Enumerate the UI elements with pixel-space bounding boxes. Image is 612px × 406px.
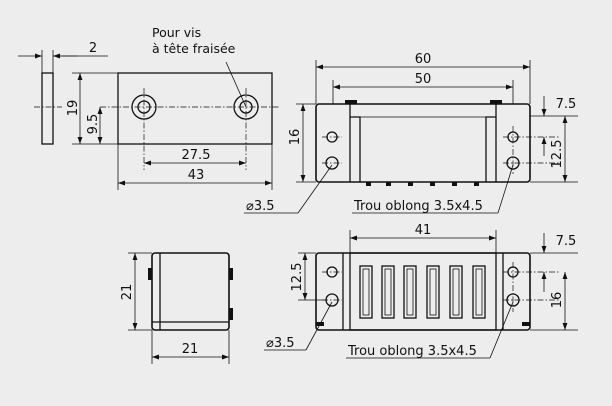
base-plate-outline	[117, 72, 273, 145]
front-body-outline	[315, 103, 531, 183]
note-leader	[225, 61, 247, 108]
dim-slot-note: Trou oblong 3.5x4.5	[353, 199, 483, 214]
side-body-outline	[151, 252, 230, 331]
view-side: 21 21	[120, 252, 233, 364]
dim-hole-spacing: 27.5	[182, 148, 211, 163]
dim-base-length: 43	[188, 168, 205, 183]
dim-side-height: 21	[120, 284, 135, 301]
vent-slot	[472, 265, 486, 319]
top-center-panel	[349, 252, 497, 331]
dim-overall-length: 60	[415, 52, 432, 67]
dim-top-hole-diameter: ⌀3.5	[266, 336, 295, 351]
note-countersunk-line1: Pour vis	[152, 25, 201, 40]
dim-edge-offset: 7.5	[556, 97, 577, 112]
dim-top-edge-offset: 7.5	[556, 234, 577, 249]
dim-hole-diameter: ⌀3.5	[246, 199, 275, 214]
dim-height: 19	[66, 100, 81, 117]
vent-slot	[403, 265, 417, 319]
vent-slot	[449, 265, 463, 319]
dim-top-depth: 16	[550, 292, 565, 309]
dim-top-length: 41	[415, 223, 432, 238]
view-top: 41 12.5 7.5 16 ⌀3.5 Trou oblong 3.5x4.5	[264, 223, 578, 359]
top-slot-note-leader	[489, 301, 514, 359]
dim-inner-length: 50	[415, 72, 432, 87]
view-front-elevation: 60 50 16 7.5 12.5 ⌀3.5 Trou oblong 3.5x4…	[244, 52, 578, 214]
view-profile: 2	[18, 41, 108, 145]
note-countersunk-line2: à tête fraisée	[152, 41, 236, 56]
view-base-plate: Pour vis à tête fraisée 19 9.5 27.5 43	[66, 25, 280, 190]
hole-diameter-leader	[297, 164, 333, 214]
profile-outline	[41, 72, 54, 145]
dim-hole-height: 9.5	[86, 114, 101, 135]
dim-side-width: 21	[182, 342, 199, 357]
dim-top-slot-note: Trou oblong 3.5x4.5	[347, 344, 477, 359]
vent-slot	[359, 265, 373, 319]
vent-slot	[426, 265, 440, 319]
top-body-outline	[315, 252, 531, 331]
vent-slot	[381, 265, 395, 319]
dim-top-slot-spacing: 12.5	[290, 263, 305, 292]
dim-front-depth: 16	[288, 129, 303, 146]
dim-slot-spacing: 12.5	[550, 140, 565, 169]
top-hole-diameter-leader	[305, 301, 333, 351]
slot-note-leader	[497, 164, 514, 214]
dim-thickness: 2	[89, 41, 97, 56]
